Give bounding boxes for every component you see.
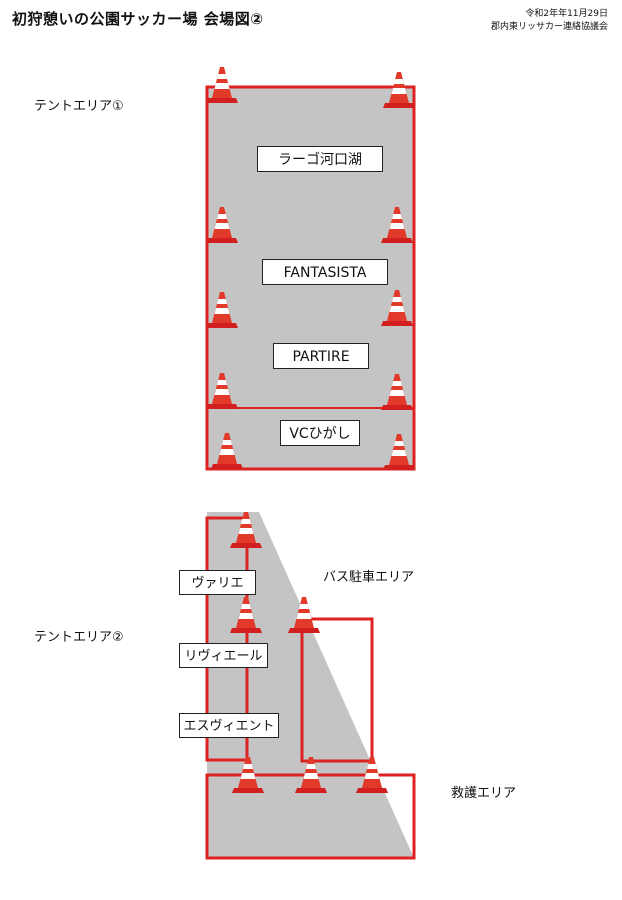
tent-1-team-box: PARTIRE — [273, 343, 369, 369]
tent-2-team-box: リヴィエール — [179, 643, 268, 668]
organizer-text: 郡内東リッサカー連絡協議会 — [490, 22, 608, 32]
tent-area-1-label: テントエリア① — [34, 99, 124, 114]
page-title: 初狩憩いの公園サッカー場 会場図② — [12, 10, 264, 28]
tent-2-team-box: エスヴィエント — [179, 713, 279, 738]
tent-area-2-field — [205, 512, 414, 858]
tent-area-2-label: テントエリア② — [34, 630, 124, 645]
rescue-area-label: 救護エリア — [451, 786, 517, 801]
tent-1-team-box: VCひがし — [280, 420, 360, 446]
date-text: 令和2年年11月29日 — [525, 9, 608, 19]
bus-parking-area-label: バス駐車エリア — [323, 570, 415, 585]
tent-2-team-box: ヴァリエ — [179, 570, 256, 595]
bus-parking-area — [300, 617, 374, 763]
tent-1-team-box: FANTASISTA — [262, 259, 388, 285]
tent-1-team-box: ラーゴ河口湖 — [257, 146, 383, 172]
header-meta: 令和2年年11月29日 郡内東リッサカー連絡協議会 — [491, 8, 608, 34]
